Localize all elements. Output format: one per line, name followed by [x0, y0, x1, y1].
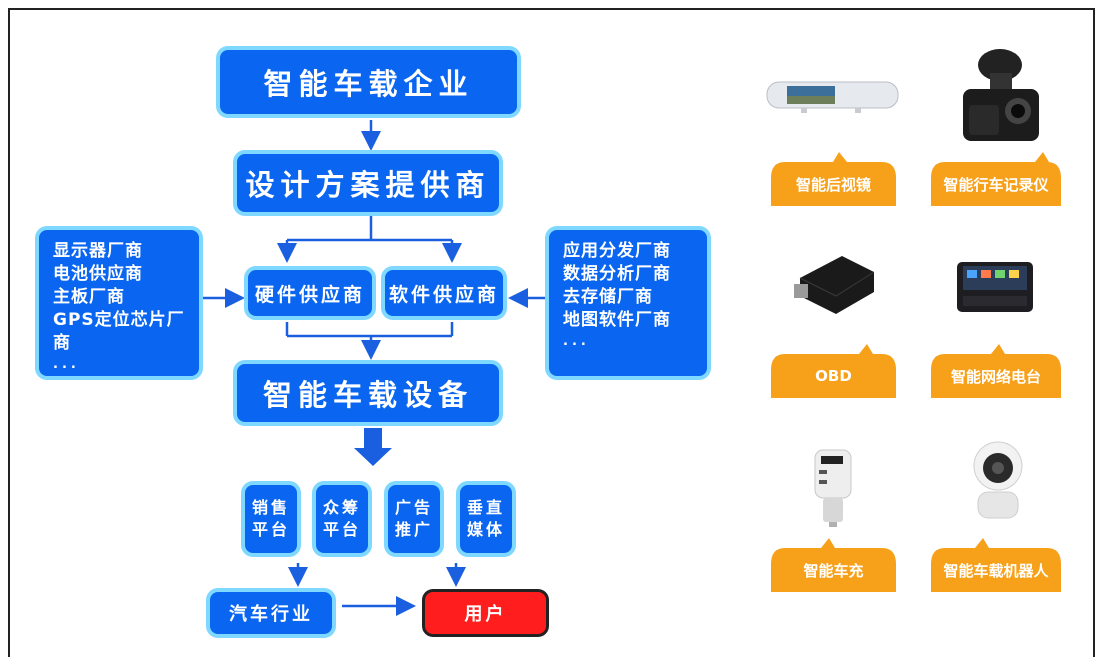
list-item: 去存储厂商: [563, 287, 653, 307]
car-charger-icon: [814, 449, 852, 527]
hardware-label: 硬件供应商: [254, 283, 365, 306]
list-item: 主板厂商: [53, 287, 125, 307]
product-label: 智能后视镜: [795, 175, 871, 194]
designer-box: 设计方案提供商: [237, 154, 499, 212]
software-suppliers-list: 应用分发厂商 数据分析厂商 去存储厂商 地图软件厂商 ...: [549, 230, 707, 376]
bubble-shape: [931, 344, 1061, 398]
list-item: GPS定位芯片厂商: [53, 310, 185, 353]
product-bubble: 智能网络电台: [931, 342, 1061, 398]
list-item-more: ...: [563, 334, 590, 349]
channel-crowdfunding: 众筹 平台: [316, 485, 368, 553]
channel-advertising: 广告 推广: [388, 485, 440, 553]
list-item: 显示器厂商: [53, 241, 143, 261]
hardware-suppliers-list: 显示器厂商 电池供应商 主板厂商 GPS定位芯片厂商 ...: [39, 230, 199, 376]
software-label: 软件供应商: [388, 283, 499, 306]
bubble-shape: [931, 152, 1061, 206]
product-label: OBD: [815, 367, 852, 385]
enterprise-box: 智能车载企业: [220, 50, 517, 114]
software-box: 软件供应商: [385, 270, 503, 316]
list-item-more: ...: [53, 357, 80, 372]
product-bubble: OBD: [771, 342, 896, 398]
obd-device-icon: [794, 256, 875, 314]
channel-vertical-media: 垂直 媒体: [460, 485, 512, 553]
auto-industry-box: 汽车行业: [210, 592, 332, 634]
product-bubble: 智能车载机器人: [931, 536, 1061, 592]
bubble-shape: [771, 538, 896, 592]
channel-line2: 平台: [251, 520, 290, 539]
list-item: 电池供应商: [53, 264, 143, 284]
channel-line2: 平台: [322, 520, 361, 539]
list-item: 应用分发厂商: [563, 241, 671, 261]
product-label: 智能行车记录仪: [943, 175, 1049, 194]
channel-line2: 推广: [394, 520, 433, 539]
bubble-shape: [771, 344, 896, 398]
product-bubble: 智能后视镜: [771, 150, 896, 206]
bubble-shape: [931, 538, 1061, 592]
channel-sales-platform: 销售 平台: [245, 485, 297, 553]
car-radio-icon: [957, 262, 1033, 312]
product-bubble: 智能车充: [771, 536, 896, 592]
rearview-mirror-icon: [766, 81, 899, 113]
product-label: 智能车充: [803, 561, 864, 580]
bubble-shape: [771, 152, 896, 206]
hardware-box: 硬件供应商: [248, 270, 372, 316]
frame-border: [8, 8, 1095, 657]
car-robot-icon: [973, 441, 1023, 519]
channel-line1: 销售: [251, 498, 290, 517]
channel-line2: 媒体: [466, 520, 505, 539]
device-box: 智能车载设备: [237, 364, 499, 422]
device-label: 智能车载设备: [262, 378, 473, 412]
product-label: 智能网络电台: [950, 367, 1041, 386]
user-box: 用户: [425, 592, 546, 634]
channel-line1: 广告: [394, 498, 433, 517]
dashcam-icon: [963, 49, 1039, 141]
auto-industry-label: 汽车行业: [229, 604, 313, 625]
list-item: 地图软件厂商: [563, 310, 671, 330]
product-label: 智能车载机器人: [943, 561, 1049, 580]
channel-line1: 垂直: [466, 498, 505, 517]
product-bubble: 智能行车记录仪: [931, 150, 1061, 206]
user-label: 用户: [464, 604, 507, 625]
designer-label: 设计方案提供商: [245, 168, 491, 202]
enterprise-label: 智能车载企业: [263, 67, 474, 101]
list-item: 数据分析厂商: [563, 264, 671, 284]
channel-line1: 众筹: [322, 498, 361, 517]
